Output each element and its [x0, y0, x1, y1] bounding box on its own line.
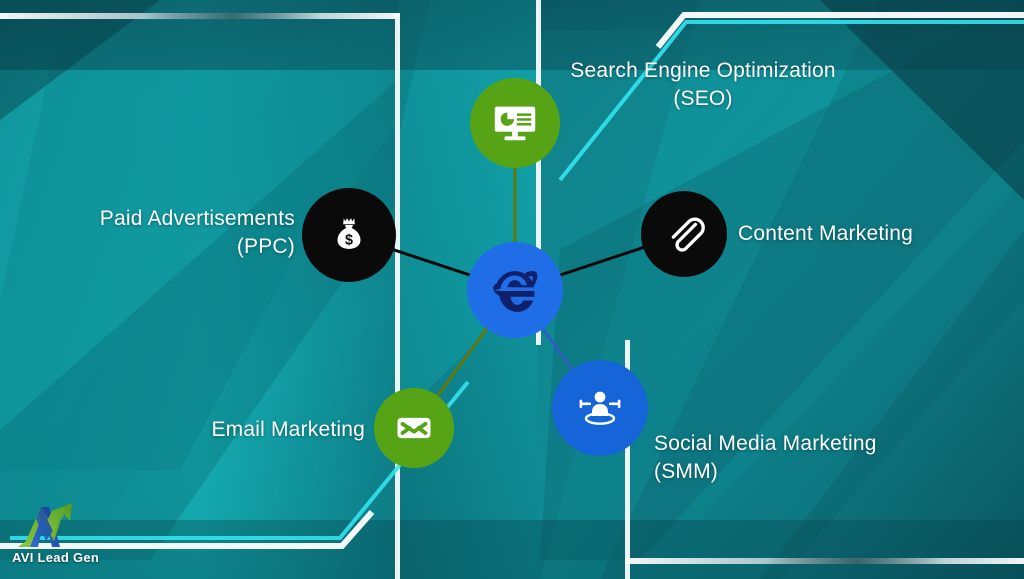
- logo: AVI Lead Gen: [8, 497, 128, 565]
- avi-lead-gen-logo-mark: [18, 503, 72, 547]
- node-social-media-marketing[interactable]: [552, 360, 648, 456]
- node-paid-advertisements[interactable]: $: [302, 188, 396, 282]
- logo-text: AVI Lead Gen: [12, 550, 100, 565]
- node-content-marketing[interactable]: [641, 191, 727, 277]
- paperclip-icon: [662, 212, 706, 256]
- node-center-internet-explorer[interactable]: [467, 242, 563, 338]
- svg-text:$: $: [345, 233, 353, 249]
- internet-explorer-icon: [484, 259, 546, 321]
- node-email-marketing[interactable]: [374, 388, 454, 468]
- money-bag-icon: $: [326, 212, 372, 258]
- user-network-icon: [574, 382, 626, 434]
- envelope-icon: [392, 406, 436, 450]
- presentation-chart-icon: [492, 100, 538, 146]
- node-seo[interactable]: [470, 78, 560, 168]
